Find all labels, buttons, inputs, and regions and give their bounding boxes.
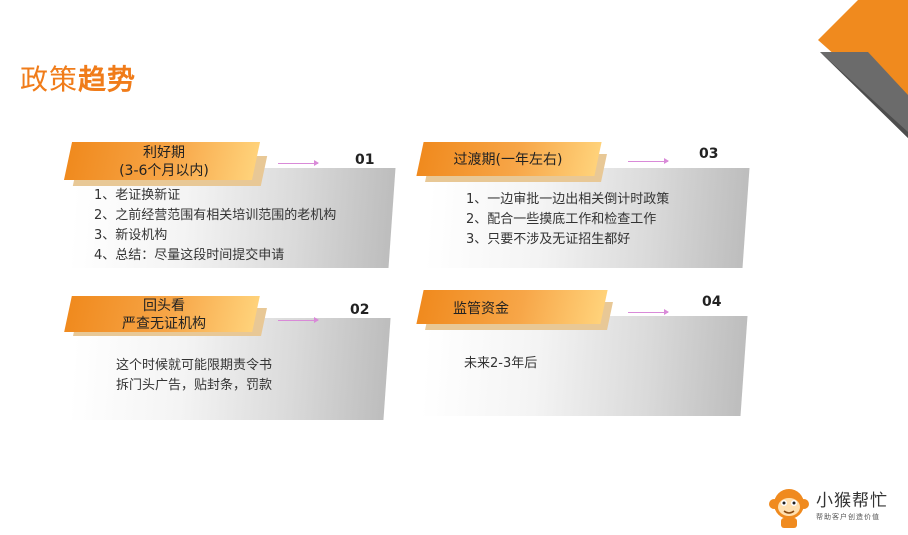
arrow-icon (628, 309, 669, 315)
list-item: 4、总结：尽量这段时间提交申请 (94, 248, 285, 263)
title-regular: 政策 (20, 63, 79, 96)
list-item: 1、一边审批一边出相关倒计时政策 (466, 192, 670, 207)
list-item: 拆门头广告，贴封条，罚款 (116, 378, 273, 393)
list-item: 3、只要不涉及无证招生都好 (466, 232, 631, 247)
card-number: 02 (350, 302, 370, 318)
arrow-icon (628, 158, 669, 164)
card-lines: 1、老证换新证 2、之前经营范围有相关培训范围的老机构 3、新设机构 4、总结：… (94, 186, 336, 266)
page-title: 政策趋势 (20, 58, 136, 98)
card-number: 04 (702, 294, 722, 310)
logo-tagline: 帮助客户创造价值 (816, 513, 880, 521)
card-lines: 这个时候就可能限期责令书 拆门头广告，贴封条，罚款 (116, 356, 272, 396)
corner-decoration (818, 0, 908, 138)
card-tab-label: 监管资金 (453, 301, 509, 317)
list-item: 未来2-3年后 (464, 356, 538, 371)
card-number: 01 (355, 152, 375, 168)
logo-name: 小猴帮忙 (816, 491, 888, 511)
list-item: 3、新设机构 (94, 228, 168, 243)
list-item: 2、配合一些摸底工作和检查工作 (466, 212, 657, 227)
card-number: 03 (699, 146, 719, 162)
card-lines: 未来2-3年后 (464, 354, 537, 374)
logo: 小猴帮忙 帮助客户创造价值 (764, 484, 904, 532)
card-tab-label: 利好期 (3-6个月以内) (119, 145, 209, 179)
card-lines: 1、一边审批一边出相关倒计时政策 2、配合一些摸底工作和检查工作 3、只要不涉及… (466, 190, 669, 250)
arrow-icon (278, 160, 319, 166)
arrow-icon (278, 317, 319, 323)
list-item: 1、老证换新证 (94, 188, 181, 203)
monkey-icon (769, 489, 809, 528)
list-item: 这个时候就可能限期责令书 (116, 358, 273, 373)
card-tab-label: 过渡期(一年左右) (453, 152, 563, 168)
card-tab-label: 回头看 严查无证机构 (122, 298, 206, 332)
list-item: 2、之前经营范围有相关培训范围的老机构 (94, 208, 337, 223)
title-bold: 趋势 (78, 63, 137, 96)
